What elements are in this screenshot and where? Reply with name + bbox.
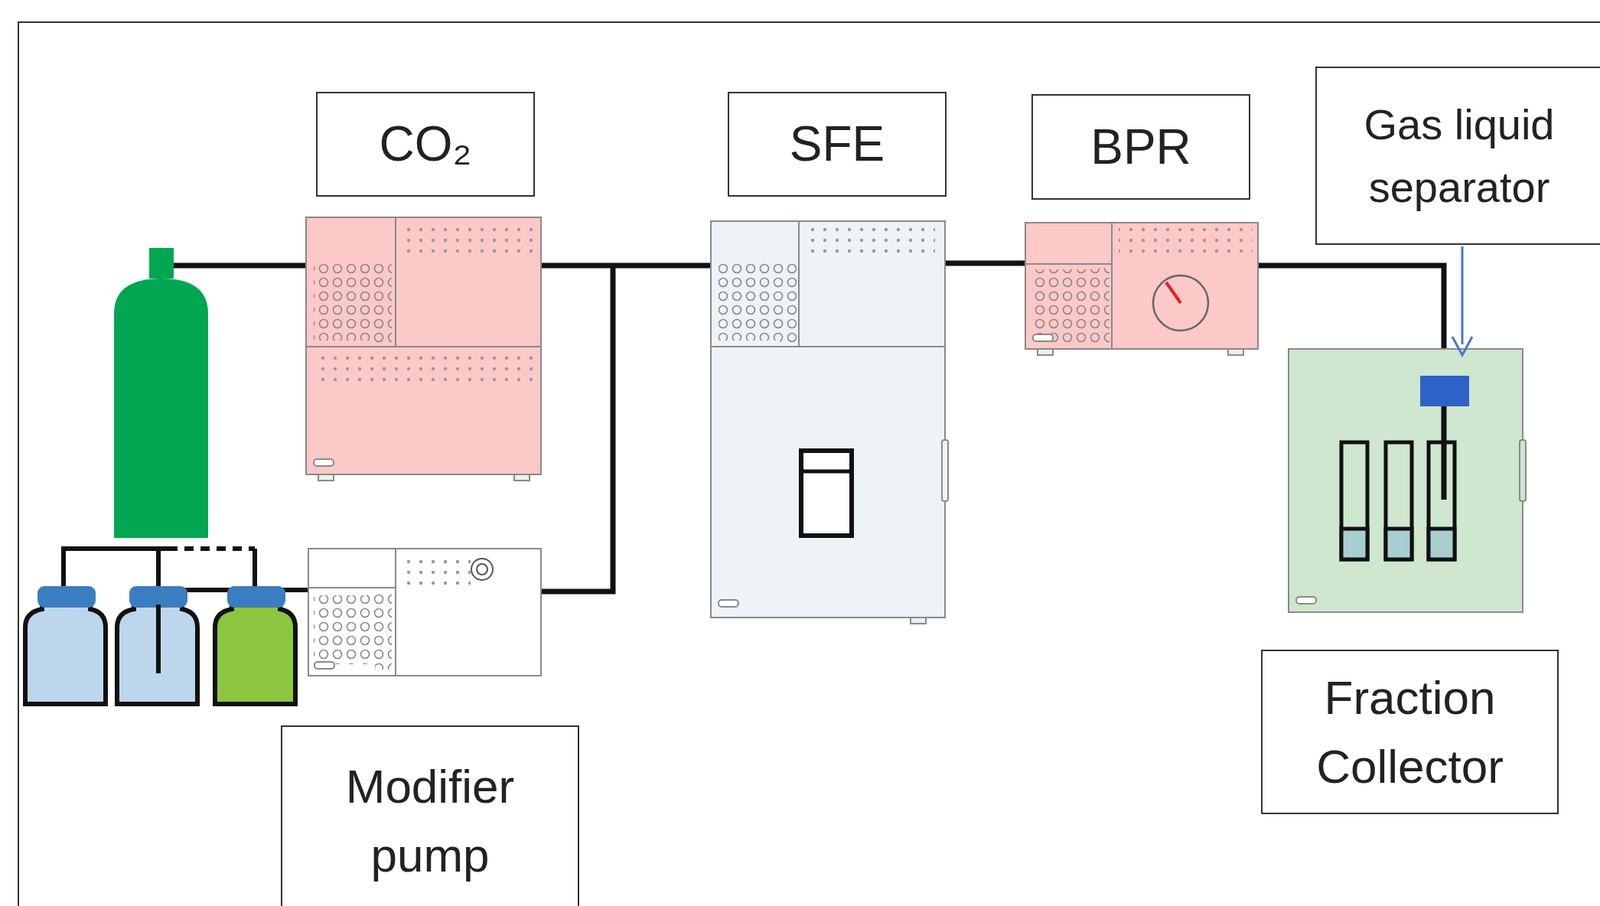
sfe-label-box: SFE (727, 91, 947, 197)
separator-label-box: Gas liquid separator (1315, 66, 1600, 245)
bpr-unit (1025, 222, 1258, 356)
fraction-collector-unit (1288, 348, 1526, 613)
separator-leader-arrow (1452, 246, 1473, 356)
co2-label-box: CO₂ (316, 91, 535, 197)
label-text: Fraction Collector (1272, 663, 1548, 802)
solvent-bottles (25, 588, 296, 704)
modifier-pump-label-box: Modifier pump (280, 725, 580, 906)
co2-pump (306, 217, 541, 481)
outer-frame (18, 22, 1600, 906)
label-text: Gas liquid separator (1325, 93, 1594, 218)
label-text: SFE (789, 108, 885, 180)
fraction-collector-label-box: Fraction Collector (1261, 649, 1559, 815)
bottle-dip-lines (156, 604, 161, 674)
modifier-pump (308, 548, 541, 676)
label-text: CO₂ (379, 108, 473, 180)
bpr-label-box: BPR (1031, 94, 1251, 200)
gas-liquid-separator-block (1420, 375, 1470, 407)
label-text: Modifier pump (292, 752, 568, 890)
co2-cylinder (114, 247, 209, 538)
sfe-unit (710, 221, 949, 624)
label-text: BPR (1090, 111, 1192, 183)
